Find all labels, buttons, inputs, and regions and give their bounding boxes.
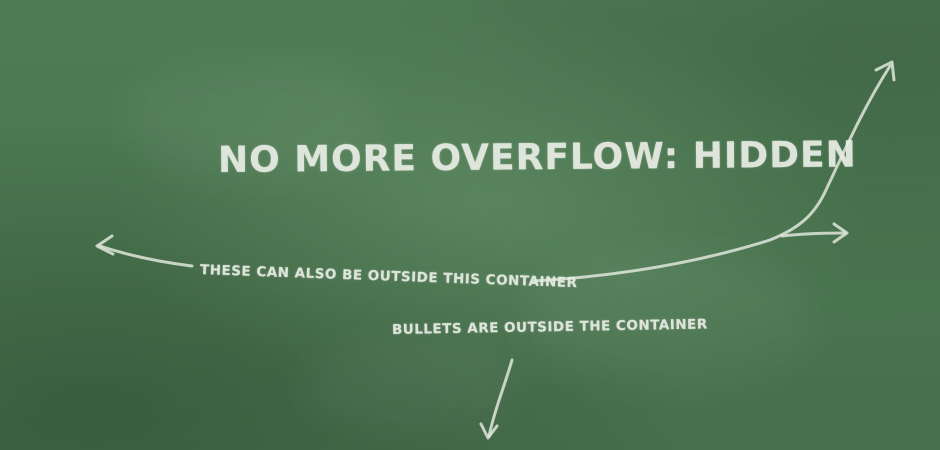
down-arrow-line — [487, 358, 514, 438]
chalk-smudge — [300, 340, 520, 430]
chalk-smudge — [520, 250, 820, 390]
side-arrow-head — [832, 222, 849, 244]
right-arrow-line — [532, 64, 892, 283]
left-arrow-line — [98, 244, 194, 268]
side-arrow-line — [780, 231, 847, 238]
down-arrow-head — [479, 422, 499, 440]
up-arrow-head — [874, 60, 896, 82]
chalk-smudge — [120, 60, 380, 180]
page-title: NO MORE OVERFLOW: HIDDEN — [217, 134, 857, 181]
left-arrow-head — [95, 234, 115, 256]
